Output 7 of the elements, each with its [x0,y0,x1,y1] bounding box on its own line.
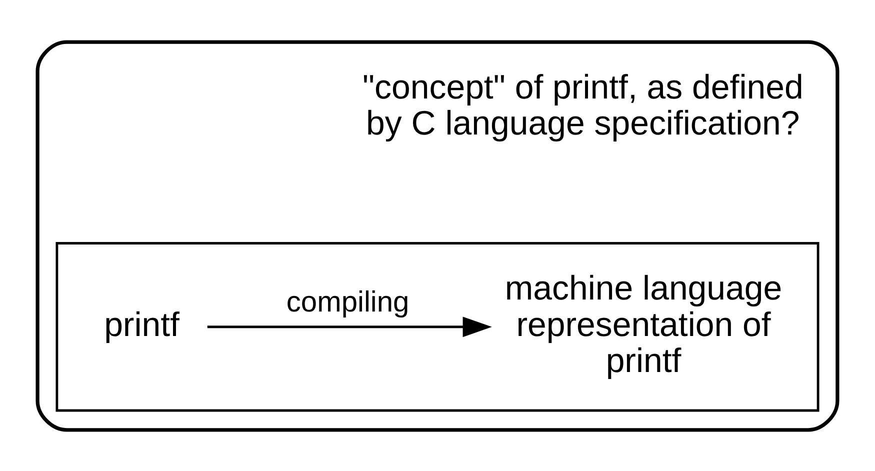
node-text: printf [104,305,180,344]
node-text: machine language representation of printf [504,269,782,380]
edge-label: compiling [286,286,410,318]
arrow [207,316,492,337]
cluster [36,40,840,432]
node-text: "concept" of printf, as defined by C language specification? [362,68,804,142]
cluster [56,242,820,412]
